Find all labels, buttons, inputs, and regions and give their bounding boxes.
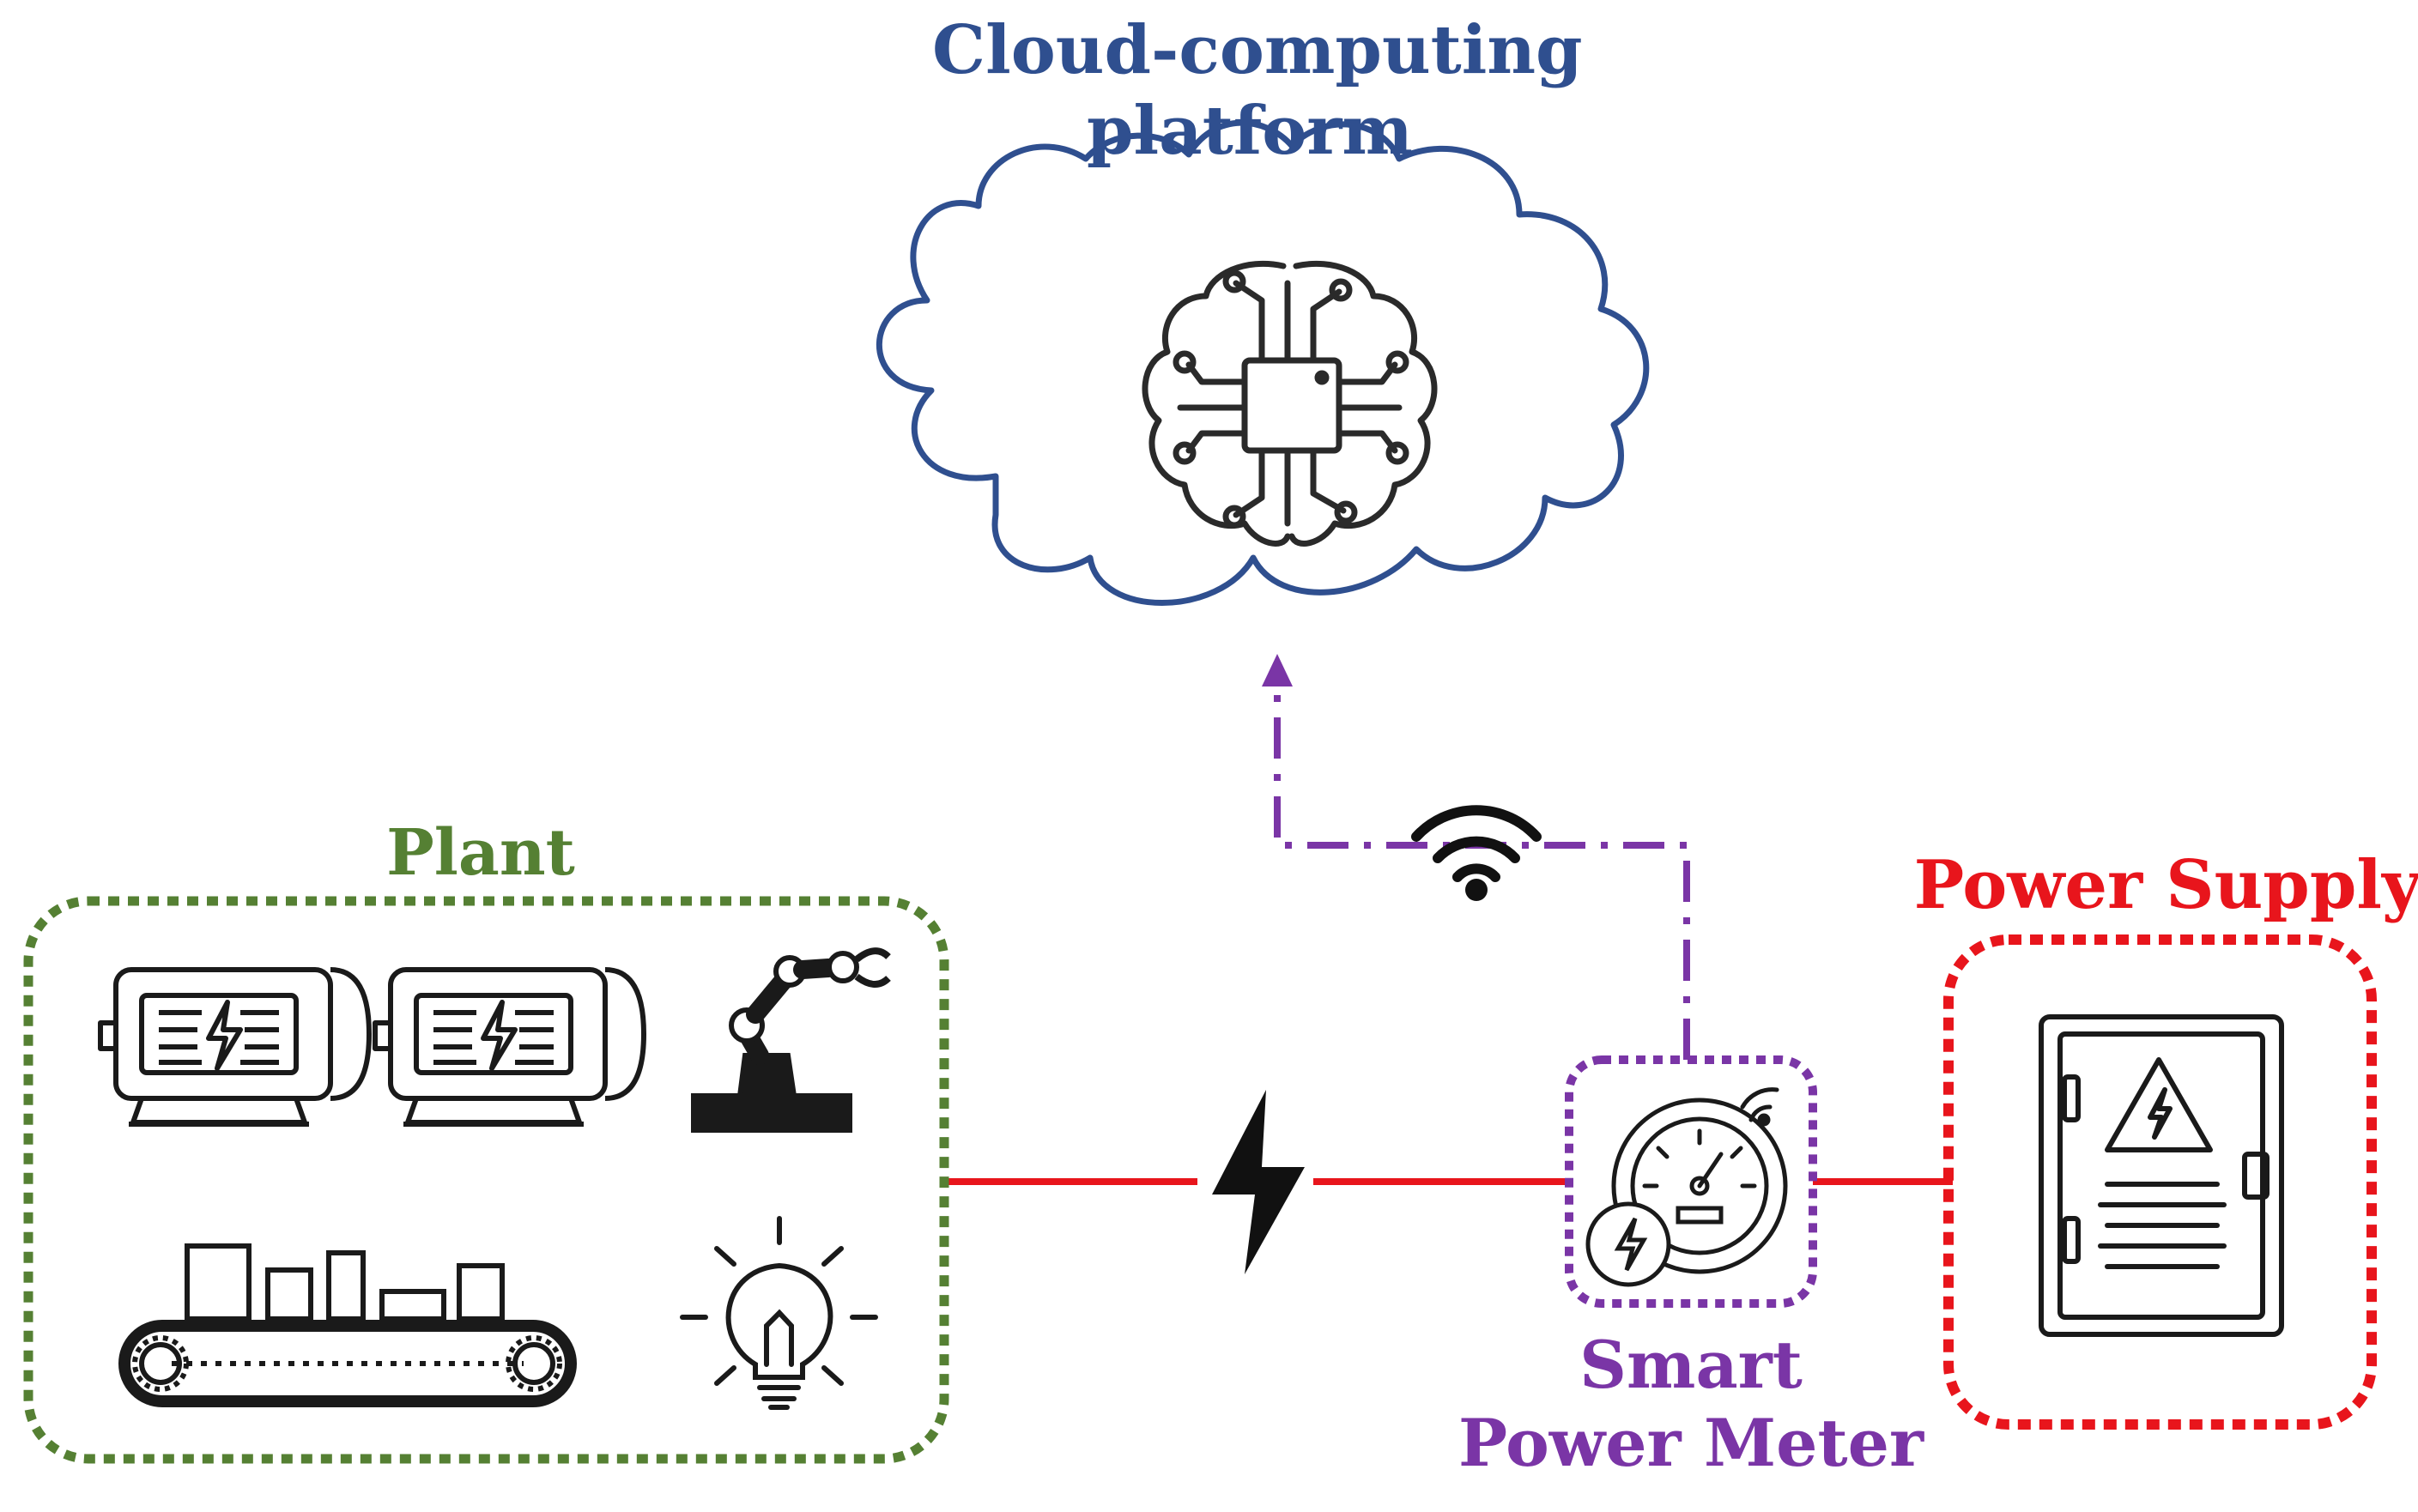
ai-brain-chip-icon <box>1142 260 1438 547</box>
smart-meter-box <box>1565 1055 1817 1308</box>
lightning-bolt-icon <box>1212 1090 1305 1274</box>
power-supply-label: Power Supply <box>1913 846 2418 924</box>
plant-box <box>23 896 949 1464</box>
smart-meter-label: Smart Power Meter <box>1382 1326 2000 1482</box>
electrical-cabinet-icon <box>2039 1014 2284 1337</box>
cloud-platform-label: Cloud-computing platform <box>932 10 1583 171</box>
conveyor-belt-icon <box>118 1243 577 1407</box>
cloud-shape <box>876 119 1650 606</box>
meter-label-line-2: Power Meter <box>1457 1405 1924 1482</box>
cloud-label-line-2: platform <box>1087 91 1413 170</box>
electric-motor-icon <box>98 967 372 1127</box>
smart-meter-gauge-icon <box>1585 1087 1788 1287</box>
cloud-label-line-1: Cloud-computing <box>932 11 1583 89</box>
wifi-icon <box>1411 805 1542 901</box>
power-supply-box <box>1943 934 2377 1430</box>
light-bulb-icon <box>680 1216 878 1410</box>
robotic-arm-icon <box>691 947 891 1133</box>
plant-label: Plant <box>386 816 575 890</box>
meter-label-line-1: Smart <box>1579 1327 1803 1403</box>
data-link-arrowhead <box>1262 654 1293 686</box>
electric-motor-icon <box>373 967 646 1127</box>
